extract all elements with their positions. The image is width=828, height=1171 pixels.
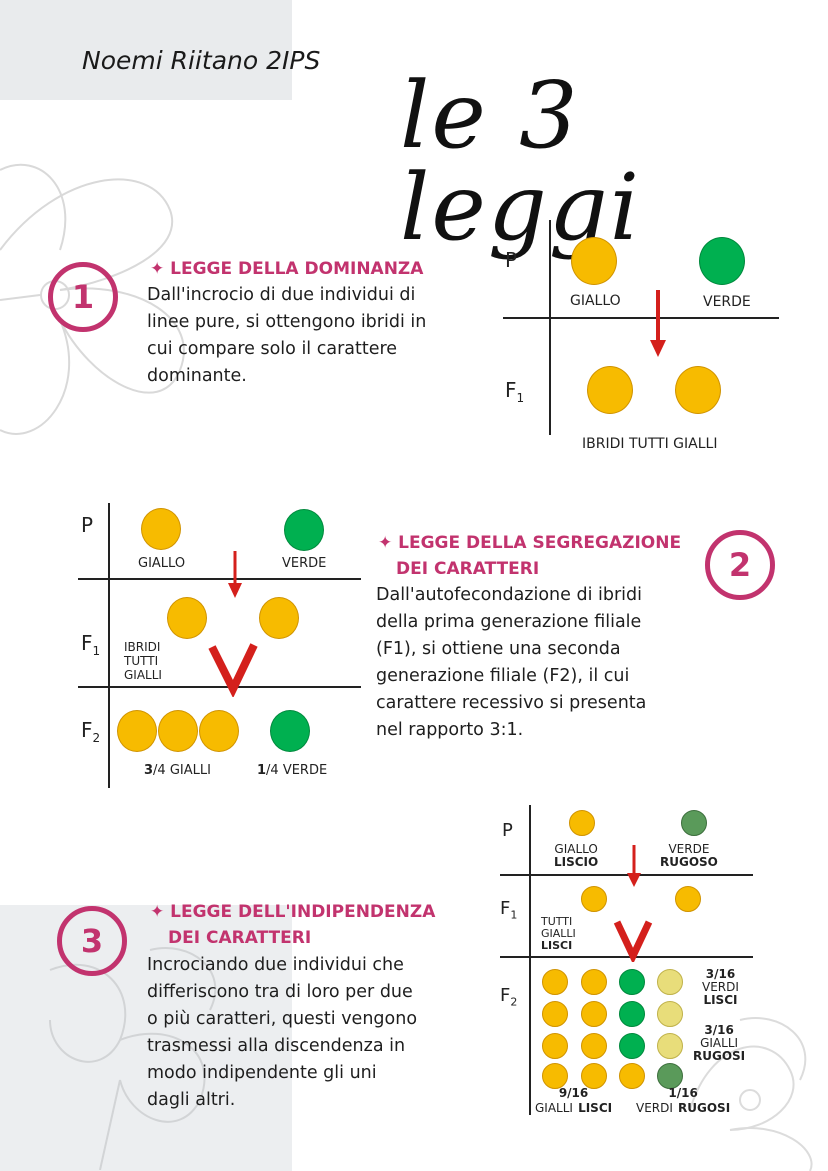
- giallo-label: GIALLO: [138, 556, 186, 571]
- flower-decoration-icon: [689, 1017, 813, 1171]
- yellow-pea: [587, 366, 633, 414]
- law-number: 2: [728, 546, 752, 584]
- green-pea: [284, 509, 324, 551]
- v-arrow-icon: [613, 920, 653, 962]
- v-arrow-icon: [208, 643, 258, 697]
- yellow-pea: [675, 366, 721, 414]
- text-line: carattere recessivo si presenta: [376, 693, 647, 713]
- law-number-badge: 3: [57, 906, 127, 976]
- law-description: Dall'autofecondazione di ibridi della pr…: [376, 582, 706, 744]
- text-line: della prima generazione filiale: [376, 612, 642, 632]
- text-line: Dall'incrocio di due individui di: [147, 285, 416, 305]
- ratio-verde: 1/4 VERDE: [257, 763, 328, 778]
- yellow-wrinkled-pea: [657, 969, 683, 995]
- generation-label: F1: [505, 378, 525, 405]
- header-background: [0, 0, 292, 100]
- text-line: generazione filiale (F2), il cui: [376, 666, 630, 686]
- text-line: trasmessi alla discendenza in: [147, 1036, 406, 1056]
- yellow-pea: [581, 969, 607, 995]
- generation-label: F1: [500, 898, 518, 922]
- footer-background: [0, 905, 292, 1171]
- caption: IBRIDI TUTTI GIALLI: [582, 436, 718, 452]
- yellow-pea: [167, 597, 207, 639]
- law-number-badge: 2: [705, 530, 775, 600]
- yellow-pea: [619, 1063, 645, 1089]
- giallo-label: GIALLO: [570, 293, 621, 309]
- ratio-gialli-lisci: 9/16 GIALLI LISCI: [535, 1086, 613, 1115]
- ratio-gialli-rugosi: 3/16 GIALLI RUGOSI: [693, 1023, 746, 1063]
- ratio-verdi-rugosi: 1/16 VERDI RUGOSI: [636, 1086, 731, 1115]
- yellow-pea: [675, 886, 701, 912]
- law-title: DEI CARATTERI: [168, 928, 312, 948]
- yellow-pea: [581, 886, 607, 912]
- green-wrinkled-pea: [681, 810, 707, 836]
- law-number-badge: 1: [48, 262, 118, 332]
- text-line: Dall'autofecondazione di ibridi: [376, 585, 643, 605]
- dominance-diagram: P F1 GIALLO VERDE IBRIDI TUTTI GIALLI: [500, 220, 790, 460]
- yellow-pea: [158, 710, 198, 752]
- yellow-pea: [259, 597, 299, 639]
- yellow-wrinkled-pea: [657, 1001, 683, 1027]
- down-arrow-icon: [627, 845, 641, 887]
- verde-rugoso-label: VERDE RUGOSO: [660, 842, 718, 869]
- green-pea: [619, 1001, 645, 1027]
- green-pea: [270, 710, 310, 752]
- yellow-pea: [542, 1033, 568, 1059]
- law-number: 3: [80, 922, 104, 960]
- text-line: linee pure, si ottengono ibridi in: [147, 312, 427, 332]
- text-line: o più caratteri, questi vengono: [147, 1009, 418, 1029]
- generation-label: F2: [500, 985, 518, 1009]
- text-line: Incrociando due individui che: [147, 955, 404, 975]
- green-wrinkled-pea: [657, 1063, 683, 1089]
- generation-label: P: [81, 513, 94, 537]
- yellow-pea: [542, 969, 568, 995]
- ratio-verdi-lisci: 3/16 VERDI LISCI: [702, 967, 739, 1007]
- generation-label: F1: [81, 631, 101, 658]
- text-line: cui compare solo il carattere: [147, 339, 398, 359]
- verde-label: VERDE: [282, 556, 327, 571]
- green-pea: [619, 1033, 645, 1059]
- generation-label: P: [505, 248, 518, 272]
- green-pea: [619, 969, 645, 995]
- yellow-pea: [117, 710, 157, 752]
- yellow-wrinkled-pea: [657, 1033, 683, 1059]
- giallo-liscio-label: GIALLO LISCIO: [554, 842, 599, 869]
- generation-label: F2: [81, 718, 101, 745]
- law-title: ✦ LEGGE DELLA SEGREGAZIONE: [378, 533, 682, 553]
- text-line: dagli altri.: [147, 1090, 236, 1110]
- text-line: modo indipendente gli uni: [147, 1063, 377, 1083]
- law-title: DEI CARATTERI: [396, 559, 540, 579]
- verde-label: VERDE: [703, 294, 751, 310]
- text-line: (F1), si ottiene una seconda: [376, 639, 621, 659]
- yellow-pea: [542, 1063, 568, 1089]
- independence-diagram: P F1 F2 GIALLO LISCIO VERDE RUGOSO TUTTI…: [497, 805, 757, 1120]
- yellow-pea: [581, 1063, 607, 1089]
- law-description: Dall'incrocio di due individui di linee …: [147, 282, 467, 390]
- tutti-gialli-lisci-label: TUTTI GIALLI LISCI: [541, 915, 576, 952]
- yellow-pea: [571, 237, 617, 285]
- text-line: dominante.: [147, 366, 247, 386]
- green-pea: [699, 237, 745, 285]
- text-line: differiscono tra di loro per due: [147, 982, 413, 1002]
- law-description: Incrociando due individui che differisco…: [147, 952, 467, 1114]
- yellow-pea: [581, 1001, 607, 1027]
- yellow-pea: [141, 508, 181, 550]
- law-title: ✦ LEGGE DELL'INDIPENDENZA: [150, 902, 436, 922]
- text-line: nel rapporto 3:1.: [376, 720, 524, 740]
- down-arrow-icon: [228, 551, 242, 598]
- yellow-pea: [569, 810, 595, 836]
- yellow-pea: [199, 710, 239, 752]
- down-arrow-icon: [650, 290, 666, 357]
- yellow-pea: [581, 1033, 607, 1059]
- generation-label: P: [502, 820, 513, 841]
- ratio-gialli: 3/4 GIALLI: [144, 763, 211, 778]
- author-name: Noemi Riitano 2IPS: [82, 46, 321, 75]
- law-number: 1: [71, 278, 95, 316]
- yellow-pea: [542, 1001, 568, 1027]
- law-title: ✦ LEGGE DELLA DOMINANZA: [150, 259, 424, 279]
